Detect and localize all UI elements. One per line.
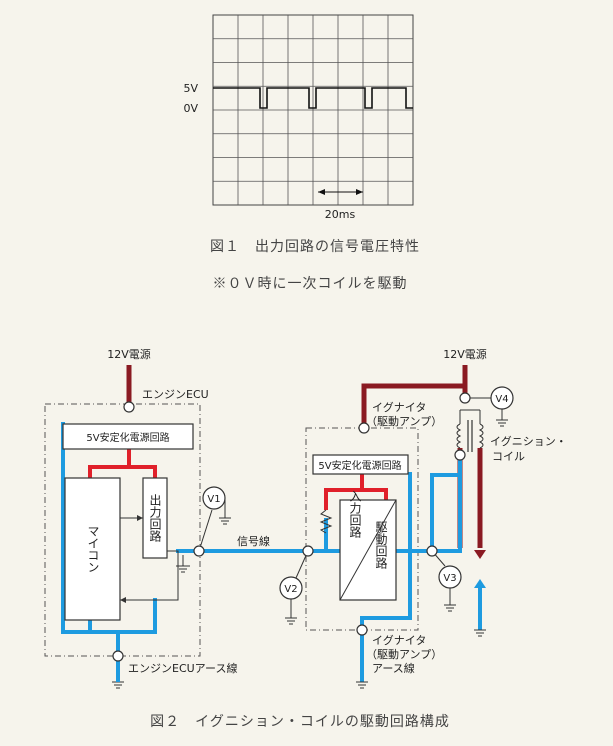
input-circuit-label: 入力回路 [348,490,362,539]
microcontroller-box [64,477,121,621]
figure2-caption: 図２ イグニション・コイルの駆動回路構成 [150,714,450,730]
ecu-ground-label: エンジンECUアース線 [128,661,237,675]
regulated-5v-wiring [88,449,388,510]
square-wave-signal [213,87,413,109]
connection-nodes [112,392,471,662]
drive-circuit-label: 駆動回路 [374,521,388,570]
ignition-coil-label-1: イグニション・ [490,434,567,448]
svg-text:V3: V3 [443,573,456,584]
scope-grid [213,15,413,205]
ignition-coil-label-2: コイル [492,450,525,463]
voltmeter-v4: V4 [465,386,514,427]
microcontroller-label: マイコン [86,525,100,573]
power-12v-left-label: 12V電源 [107,347,151,361]
time-div-label: 20ms [325,208,356,221]
signal-line-label: 信号線 [237,534,270,548]
ecu-ground-terminal [112,660,124,689]
igniter-bottom-label-1: イグナイタ [372,633,426,647]
engine-ecu-label: エンジンECU [142,388,209,401]
regulator-left-label: 5V安定化電源回路 [86,431,169,444]
igniter-top-label-2: （駆動アンプ） [366,414,442,428]
coil-ground-terminal [474,629,486,637]
label-5v: 5V [183,82,198,95]
igniter-ground-terminal [356,643,368,689]
igniter-amp-divider [339,499,397,601]
figure1-note: ※０Ｖ時に一次コイルを駆動 [213,276,408,292]
regulator-right-label: 5V安定化電源回路 [318,459,401,472]
ecu-internal-links [120,515,179,603]
regulator-left-box [62,423,194,450]
ignition-coil-symbol [456,409,484,452]
output-circuit-box [142,477,168,559]
label-0v: 0V [183,102,198,115]
ecu-ground-symbol [176,555,190,573]
igniter-top-label-1: イグナイタ [372,400,426,414]
pullup-resistor [319,509,333,534]
regulator-right-box [312,454,409,475]
voltmeter-v2: V2 [279,550,309,625]
time-div-marker [318,189,363,195]
svg-text:V4: V4 [495,394,508,405]
igniter-bottom-label-3: アース線 [372,661,415,675]
power-12v-right-label: 12V電源 [443,347,487,361]
signal-ground-wiring [61,422,482,664]
svg-text:V1: V1 [207,494,220,505]
oscilloscope-screen: 5V 0V 20ms [183,14,414,221]
voltmeter-v1: V1 [198,486,231,552]
output-circuit-label: 出力回路 [148,494,162,543]
figure1-caption: 図１ 出力回路の信号電圧特性 [210,239,420,255]
spark-plug-arrow [474,579,486,588]
igniter-bottom-label-2: （駆動アンプ） [366,647,442,661]
voltmeter-v3: V3 [431,550,462,612]
svg-text:V2: V2 [284,584,297,595]
